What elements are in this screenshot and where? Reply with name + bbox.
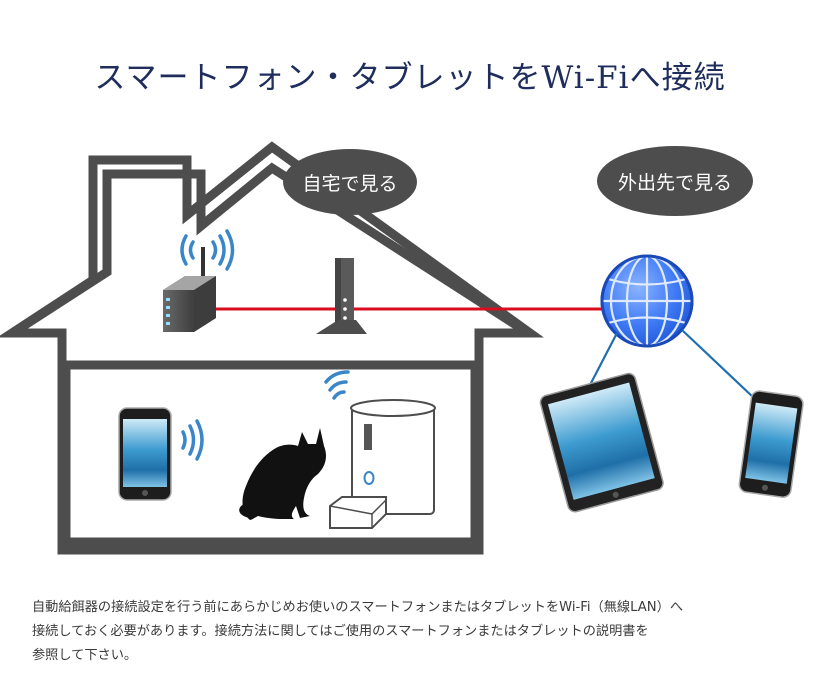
description-line-3: 参照して下さい。 [32,648,138,663]
smartphone-icon-home [118,407,172,501]
network-diagram: 自宅で見る 外出先で見る [0,141,804,555]
feeder-icon [329,399,436,529]
wifi-signal-icon [180,229,235,271]
cat-icon [239,428,326,520]
wifi-signal-icon-feeder [324,370,350,400]
page-title: スマートフォン・タブレットをWi-Fiへ接続 [94,60,726,96]
description-line-2: 接続しておく必要があります。接続方法に関してはご使用のスマートフォンまたはタブレ… [32,624,649,639]
description-line-1: 自動給餌器の接続設定を行う前にあらかじめお使いのスマートフォンまたはタブレットを… [32,600,684,615]
house-outline [0,141,544,555]
outside-bubble: 外出先で見る [597,146,753,216]
outside-label: 外出先で見る [618,172,732,194]
home-bubble: 自宅で見る [283,149,417,215]
device-link-tablet [589,332,618,386]
tablet-icon [539,372,664,513]
smartphone-icon-outside [738,390,804,498]
wifi-router-icon [163,247,216,332]
modem-icon [316,258,367,334]
wifi-signal-icon-phone [181,419,204,461]
home-label: 自宅で見る [302,173,397,195]
description: 自動給餌器の接続設定を行う前にあらかじめお使いのスマートフォンまたはタブレットを… [32,596,802,668]
device-link-phone [681,329,755,399]
globe-icon [600,254,694,348]
